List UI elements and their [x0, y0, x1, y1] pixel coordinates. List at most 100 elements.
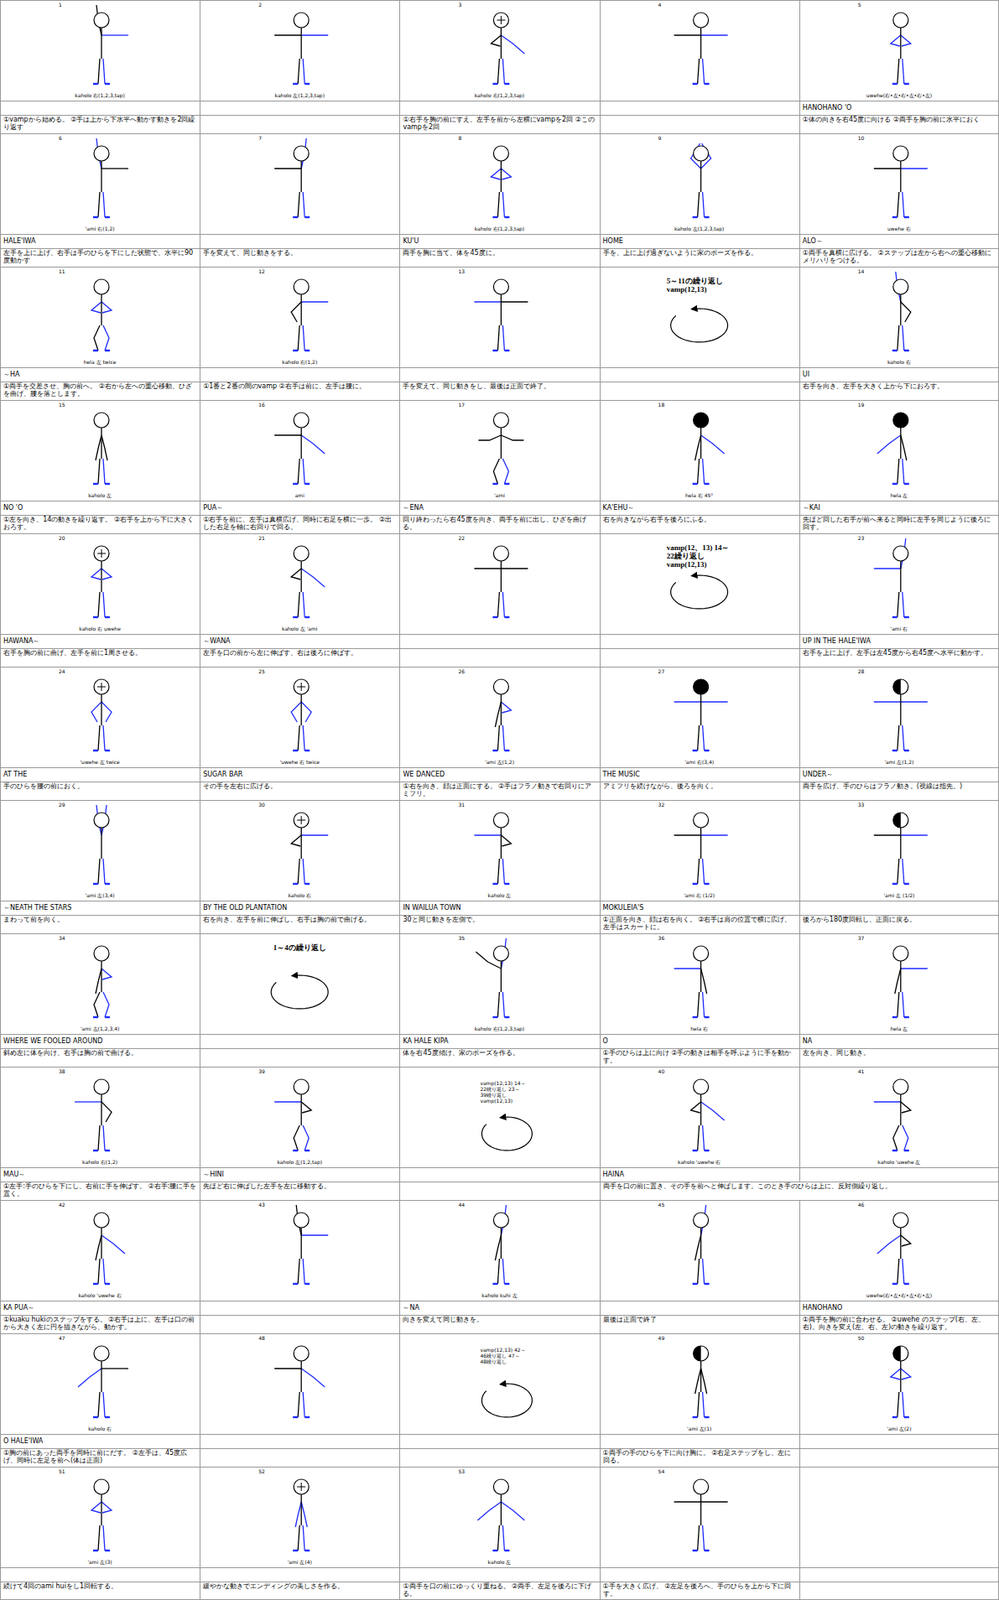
leg-line [103, 1259, 105, 1285]
grid-line [399, 133, 401, 235]
lyric-text: O HALE'IWA [0, 1434, 200, 1449]
figure-number: 14 [799, 268, 999, 275]
lyric-cell: ～HA [0, 367, 200, 382]
foot-mark [93, 1416, 99, 1419]
grid-line [998, 1181, 999, 1201]
foot-mark [104, 749, 110, 752]
lyric-text: WHERE WE FOOLED AROUND [0, 1034, 200, 1049]
foot-mark [492, 483, 498, 485]
foot-mark [892, 1149, 898, 1152]
arm-line [674, 701, 702, 703]
leg-line [302, 1259, 305, 1285]
body-line [500, 427, 502, 459]
grid-line [0, 1434, 1, 1449]
grid-line [0, 266, 999, 268]
repeat-arrow [671, 575, 729, 609]
grid-line [0, 915, 999, 916]
grid-line [599, 515, 601, 534]
foot-mark [904, 1416, 910, 1419]
arm-line [301, 1502, 307, 1528]
step-caption: uwehe(右•左•右•左•右•左) [799, 92, 999, 99]
grid-line [998, 0, 999, 101]
arm-line [74, 1101, 102, 1103]
body-line [700, 694, 702, 726]
stick-figure [93, 138, 129, 218]
arm-line [500, 1502, 525, 1521]
grid-line [799, 367, 801, 382]
arm-line [291, 568, 302, 580]
grid-line [199, 1066, 201, 1168]
grid-line [0, 1167, 1, 1182]
grid-line [998, 1167, 999, 1182]
figure-number: 13 [399, 268, 599, 275]
figure-cell: 19hela 左 [799, 400, 999, 501]
arm-line [473, 301, 501, 302]
grid-line [799, 400, 801, 501]
head-circle [293, 279, 309, 295]
leg-line [103, 1525, 105, 1551]
lyric-cell: UNDER～ [799, 767, 999, 782]
grid-line [0, 1467, 1, 1568]
body-line [301, 161, 302, 193]
leg-line [98, 1525, 100, 1551]
instruction-text: 手のひらを腰の前におく。 [0, 781, 200, 791]
grid-line [0, 767, 1, 782]
repeat-note: 1～4の繰り返し [273, 943, 327, 953]
foot-mark [504, 1016, 510, 1019]
arm-line [301, 1102, 312, 1114]
lyric-cell: WHERE WE FOOLED AROUND [0, 1034, 200, 1049]
lyric-text: HALE'IWA [0, 234, 200, 249]
grid-line [199, 381, 201, 401]
lyric-cell: HOME [599, 234, 800, 249]
instruction-cell: 両手を口の前に置き、その手を前へと伸ばします。このとき手のひらは上に、反対側繰り… [599, 1181, 999, 1201]
grid-line [399, 533, 401, 635]
grid-line [0, 900, 999, 902]
grid-line [998, 915, 999, 934]
foot-mark [692, 749, 698, 752]
leg-line [702, 1525, 705, 1551]
instruction-text: 左を向き、同じ動き。 [799, 1048, 999, 1058]
head-circle [493, 946, 509, 962]
figure-cell: 47kaholo 右 [0, 1333, 200, 1435]
instruction-text: ①正面を向き、顔は右を向く。 ②右手は肩の位置で横に広げ、左手はスカートに。 [599, 915, 800, 932]
grid-line [799, 133, 801, 235]
instruction-text: 右を向きながら右手を後ろにふる。 [599, 515, 800, 525]
grid-line [0, 500, 1, 516]
leg-line [103, 58, 105, 84]
figure-cell: 29'ami 左(3,4) [0, 800, 200, 901]
head-circle [293, 1212, 309, 1228]
leg-line [93, 325, 100, 351]
instruction-text: その手を左右に広げる。 [199, 781, 400, 791]
grid-line [199, 1200, 201, 1301]
head-cross [296, 682, 306, 692]
arm-line [701, 834, 729, 836]
figure-cell: 52'ami 左(4) [199, 1467, 400, 1568]
leg-line [497, 858, 500, 885]
instruction-cell: 手を変えて、同じ動きをする。 [199, 248, 400, 267]
body-line [500, 561, 502, 593]
step-caption: kaholo 右 [799, 359, 999, 365]
step-caption: 'ami 左(4) [199, 1559, 400, 1566]
grid-line [399, 915, 401, 934]
step-caption: 'ami 右(1,2) [0, 225, 200, 232]
figure-cell: 51'ami 左(3) [0, 1467, 200, 1568]
stick-figure [475, 938, 510, 1018]
grid-line [0, 1181, 1, 1201]
stick-figure [274, 1346, 325, 1418]
step-caption: kaholo 左 [399, 1559, 599, 1566]
grid-line [799, 800, 801, 901]
step-caption: 'ami 左(2) [799, 1425, 999, 1432]
step-caption: kaholo 右 [0, 1425, 200, 1432]
loop-cell: vamp(12、13) 14～22繰り返し vamp(12,13) [599, 533, 800, 635]
stick-figure [490, 145, 511, 218]
grid-line [799, 648, 801, 667]
grid-line [0, 100, 999, 102]
arm-line [500, 35, 525, 54]
grid-line [998, 1567, 999, 1582]
grid-line [599, 1181, 601, 1201]
grid-line [599, 367, 601, 382]
arm-line [101, 1102, 112, 1123]
lyric-text: ～NEATH THE STARS [0, 900, 200, 916]
body-line [700, 1227, 702, 1260]
